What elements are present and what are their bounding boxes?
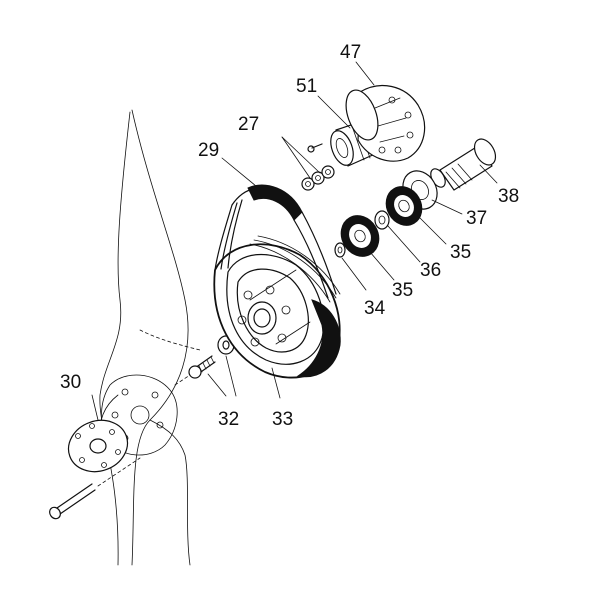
- part-35-bearing-upper: [385, 186, 423, 226]
- callout-35-upper: 35: [450, 242, 471, 263]
- callout-35-lower: 35: [392, 280, 413, 301]
- callout-47: 47: [340, 42, 361, 63]
- part-30-plate: [67, 419, 129, 473]
- callout-27: 27: [238, 114, 259, 135]
- callout-30: 30: [60, 372, 81, 393]
- callout-37: 37: [466, 208, 487, 229]
- part-33-pulley: [213, 235, 341, 379]
- callout-32: 32: [218, 409, 239, 430]
- long-bolt: [49, 457, 141, 520]
- callout-33: 33: [272, 409, 293, 430]
- part-35-bearing-lower: [340, 215, 380, 257]
- part-32-bolt-washer: [174, 335, 235, 386]
- part-29-belt: [214, 184, 337, 299]
- part-36-spacer: [374, 210, 390, 230]
- propeller-blade: [99, 109, 201, 566]
- part-38-shaft: [430, 138, 497, 191]
- part-27-spacers: [301, 143, 335, 191]
- leader-lines: [91, 61, 498, 421]
- part-47-flange: [345, 84, 426, 162]
- callout-51: 51: [296, 76, 317, 97]
- callout-36: 36: [420, 260, 441, 281]
- callout-34: 34: [364, 298, 386, 319]
- callout-29: 29: [198, 140, 219, 161]
- part-34-washer: [334, 242, 346, 258]
- callout-38: 38: [498, 186, 519, 207]
